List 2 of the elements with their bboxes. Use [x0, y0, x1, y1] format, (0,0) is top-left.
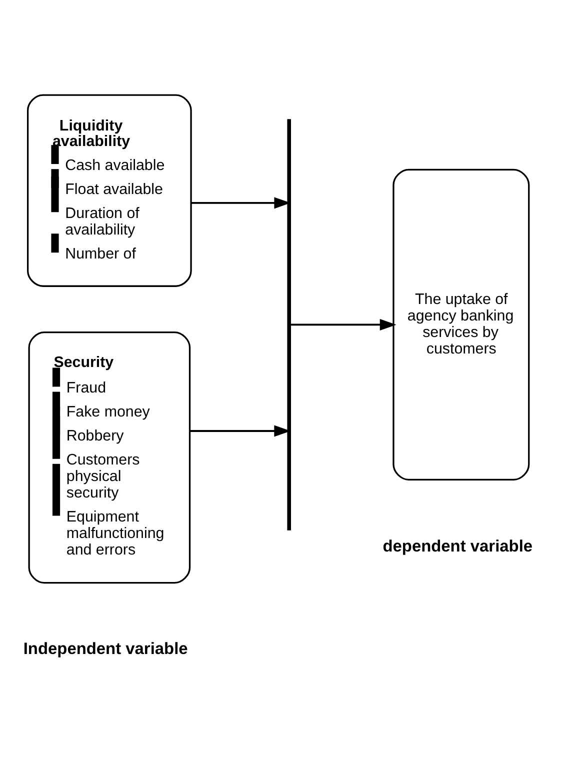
label: dependent variable	[382, 537, 533, 556]
label: Independent variable	[23, 640, 188, 658]
